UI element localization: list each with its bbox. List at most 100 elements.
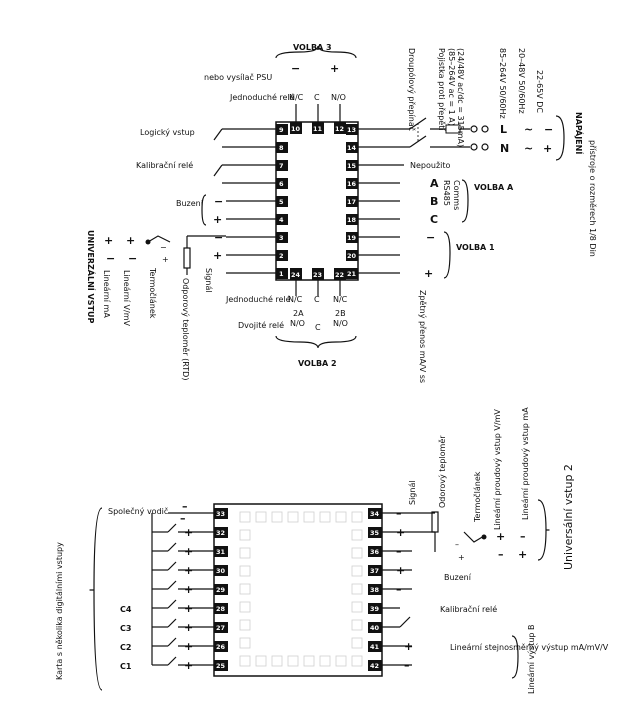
plus-25: + <box>184 659 193 672</box>
termoclanek-label: Termočlánek <box>148 267 158 319</box>
volba1-label: VOLBA 1 <box>456 243 495 252</box>
plus-30: + <box>184 564 193 577</box>
spolecny-label: Společný vodič <box>108 506 168 516</box>
volba3-minus: − <box>291 62 300 75</box>
terminal-1: 1 <box>279 270 284 278</box>
c1-label: C1 <box>120 662 132 671</box>
volba1-plus: + <box>424 267 433 280</box>
fuse <box>445 124 461 134</box>
karta-brace <box>89 507 103 691</box>
tc-plus-b: + <box>458 553 465 562</box>
terminal-31: 31 <box>216 548 226 556</box>
pojistka-label: Pojistka proti přepětí <box>437 48 446 131</box>
terminal-11: 11 <box>313 125 323 133</box>
terminal-28: 28 <box>216 605 226 613</box>
label-2b: 2B <box>335 309 346 318</box>
termoclanek-b-label: Termočlánek <box>472 471 482 523</box>
logicky-vstup-label: Logický vstup <box>140 128 195 137</box>
relay-bottom-label: Jednoduché relé <box>225 294 291 304</box>
terminal-13: 13 <box>347 126 356 134</box>
c2-label: C2 <box>120 643 131 652</box>
tc-plus: + <box>162 255 169 264</box>
lin-proud-ma-label: Lineární proudový vstup mA <box>521 407 530 520</box>
minus-42: – <box>404 659 410 672</box>
c3-label: C3 <box>120 624 131 633</box>
terminal-2: 2 <box>279 252 284 260</box>
ac-tilde-2: ~ <box>524 142 533 155</box>
c-23-label: C <box>314 295 320 304</box>
left-terminals-bottom: 33 32 31 30 29 28 27 26 25 <box>214 508 228 671</box>
c4-label: C4 <box>120 605 132 614</box>
kalibracni-b-label: Kalibrační relé <box>440 604 497 614</box>
pristroje-label: přístroje o rozměrech 1/8 Din <box>588 140 597 257</box>
buzeni-plus: + <box>213 213 222 226</box>
linearni-ma-label: Lineární mA <box>102 270 111 318</box>
terminal-5: 5 <box>279 198 284 206</box>
right-terminals-top: 13 14 15 16 17 18 19 20 21 <box>346 124 358 279</box>
linearni-vystup-b-label: Lineární výstup B <box>527 624 536 694</box>
terminal-34: 34 <box>370 510 380 518</box>
tc-minus-b: – <box>455 540 459 549</box>
terminal-36: 36 <box>370 548 380 556</box>
volbaA-label: VOLBA A <box>474 183 514 192</box>
c-mid-label: C <box>315 323 321 332</box>
terminal-block-top <box>275 121 359 281</box>
comms-label: Comms <box>452 180 461 210</box>
no-a-label: N/O <box>290 319 305 328</box>
dc-range-label: 20–48V 50/60Hz <box>517 48 526 114</box>
droupolovy-label: Droupólový přepínač <box>407 48 417 131</box>
nc-10-label: N/C <box>289 93 304 102</box>
volba1-minus: − <box>426 231 435 244</box>
terminal-14: 14 <box>347 144 357 152</box>
right-terminals-bottom: 34 35 36 37 38 39 40 41 42 <box>368 508 382 671</box>
c-11-label: C <box>314 93 320 102</box>
universalni-2-label: Universální vstup 2 <box>562 464 575 570</box>
lin-ma-minus: − <box>106 252 115 265</box>
plus-35: + <box>396 526 405 539</box>
terminal-38: 38 <box>370 586 380 594</box>
minus-38: – <box>396 583 402 596</box>
minus-36: – <box>396 545 402 558</box>
plus-31: + <box>184 545 193 558</box>
terminal-12: 12 <box>335 125 344 133</box>
karta-label: Karta s několika digitálními vstupy <box>55 542 64 680</box>
minus-34: – <box>396 507 402 520</box>
terminal-9: 9 <box>279 126 284 134</box>
input-minus: − <box>214 231 223 244</box>
terminal-24: 24 <box>291 271 301 279</box>
rtd-resistor <box>183 247 191 269</box>
plus-41: + <box>404 640 413 653</box>
nc-24-label: N/C <box>288 295 303 304</box>
dc22-label: 22-65V DC <box>535 70 544 113</box>
terminal-3: 3 <box>279 234 284 242</box>
volba3-brace <box>275 45 357 59</box>
terminal-7: 7 <box>279 162 284 170</box>
univerzalni-vstup-label: UNIVERZÁLNÍ VSTUP <box>86 230 97 323</box>
no-b-label: N/O <box>333 319 348 328</box>
lin-vmv-minus: − <box>128 252 137 265</box>
odporovy-label: Odporový teploměr (RTD) <box>181 278 190 380</box>
buzeni-label: Buzení <box>176 199 204 208</box>
terminal-32: 32 <box>216 529 225 537</box>
nc-22-label: N/C <box>333 295 348 304</box>
linearni-vmv-label: Lineární V/mV <box>122 270 131 327</box>
terminal-10: 10 <box>291 125 301 133</box>
dc-minus: − <box>544 123 553 136</box>
dvojite-rele-label: Dvojité relé <box>238 320 284 330</box>
odorovy-label: Odorový teploměr <box>438 435 447 508</box>
terminal-6: 6 <box>279 180 284 188</box>
terminal-27: 27 <box>216 624 225 632</box>
terminal-37: 37 <box>370 567 379 575</box>
rtd-resistor-bottom <box>431 511 439 533</box>
linearni-ss-label: Lineární stejnosměrný výstup mA/mV/V <box>450 643 609 652</box>
tc-minus: − <box>160 243 167 252</box>
rs485-A: A <box>430 177 439 190</box>
lin2-plus-b: + <box>518 548 527 561</box>
rs485-C: C <box>430 213 438 226</box>
terminal-22: 22 <box>335 271 344 279</box>
lin-minus-b: – <box>498 548 504 561</box>
plus-37: + <box>396 564 405 577</box>
signal-label: Signál <box>204 268 213 293</box>
volba2-brace <box>275 335 357 349</box>
